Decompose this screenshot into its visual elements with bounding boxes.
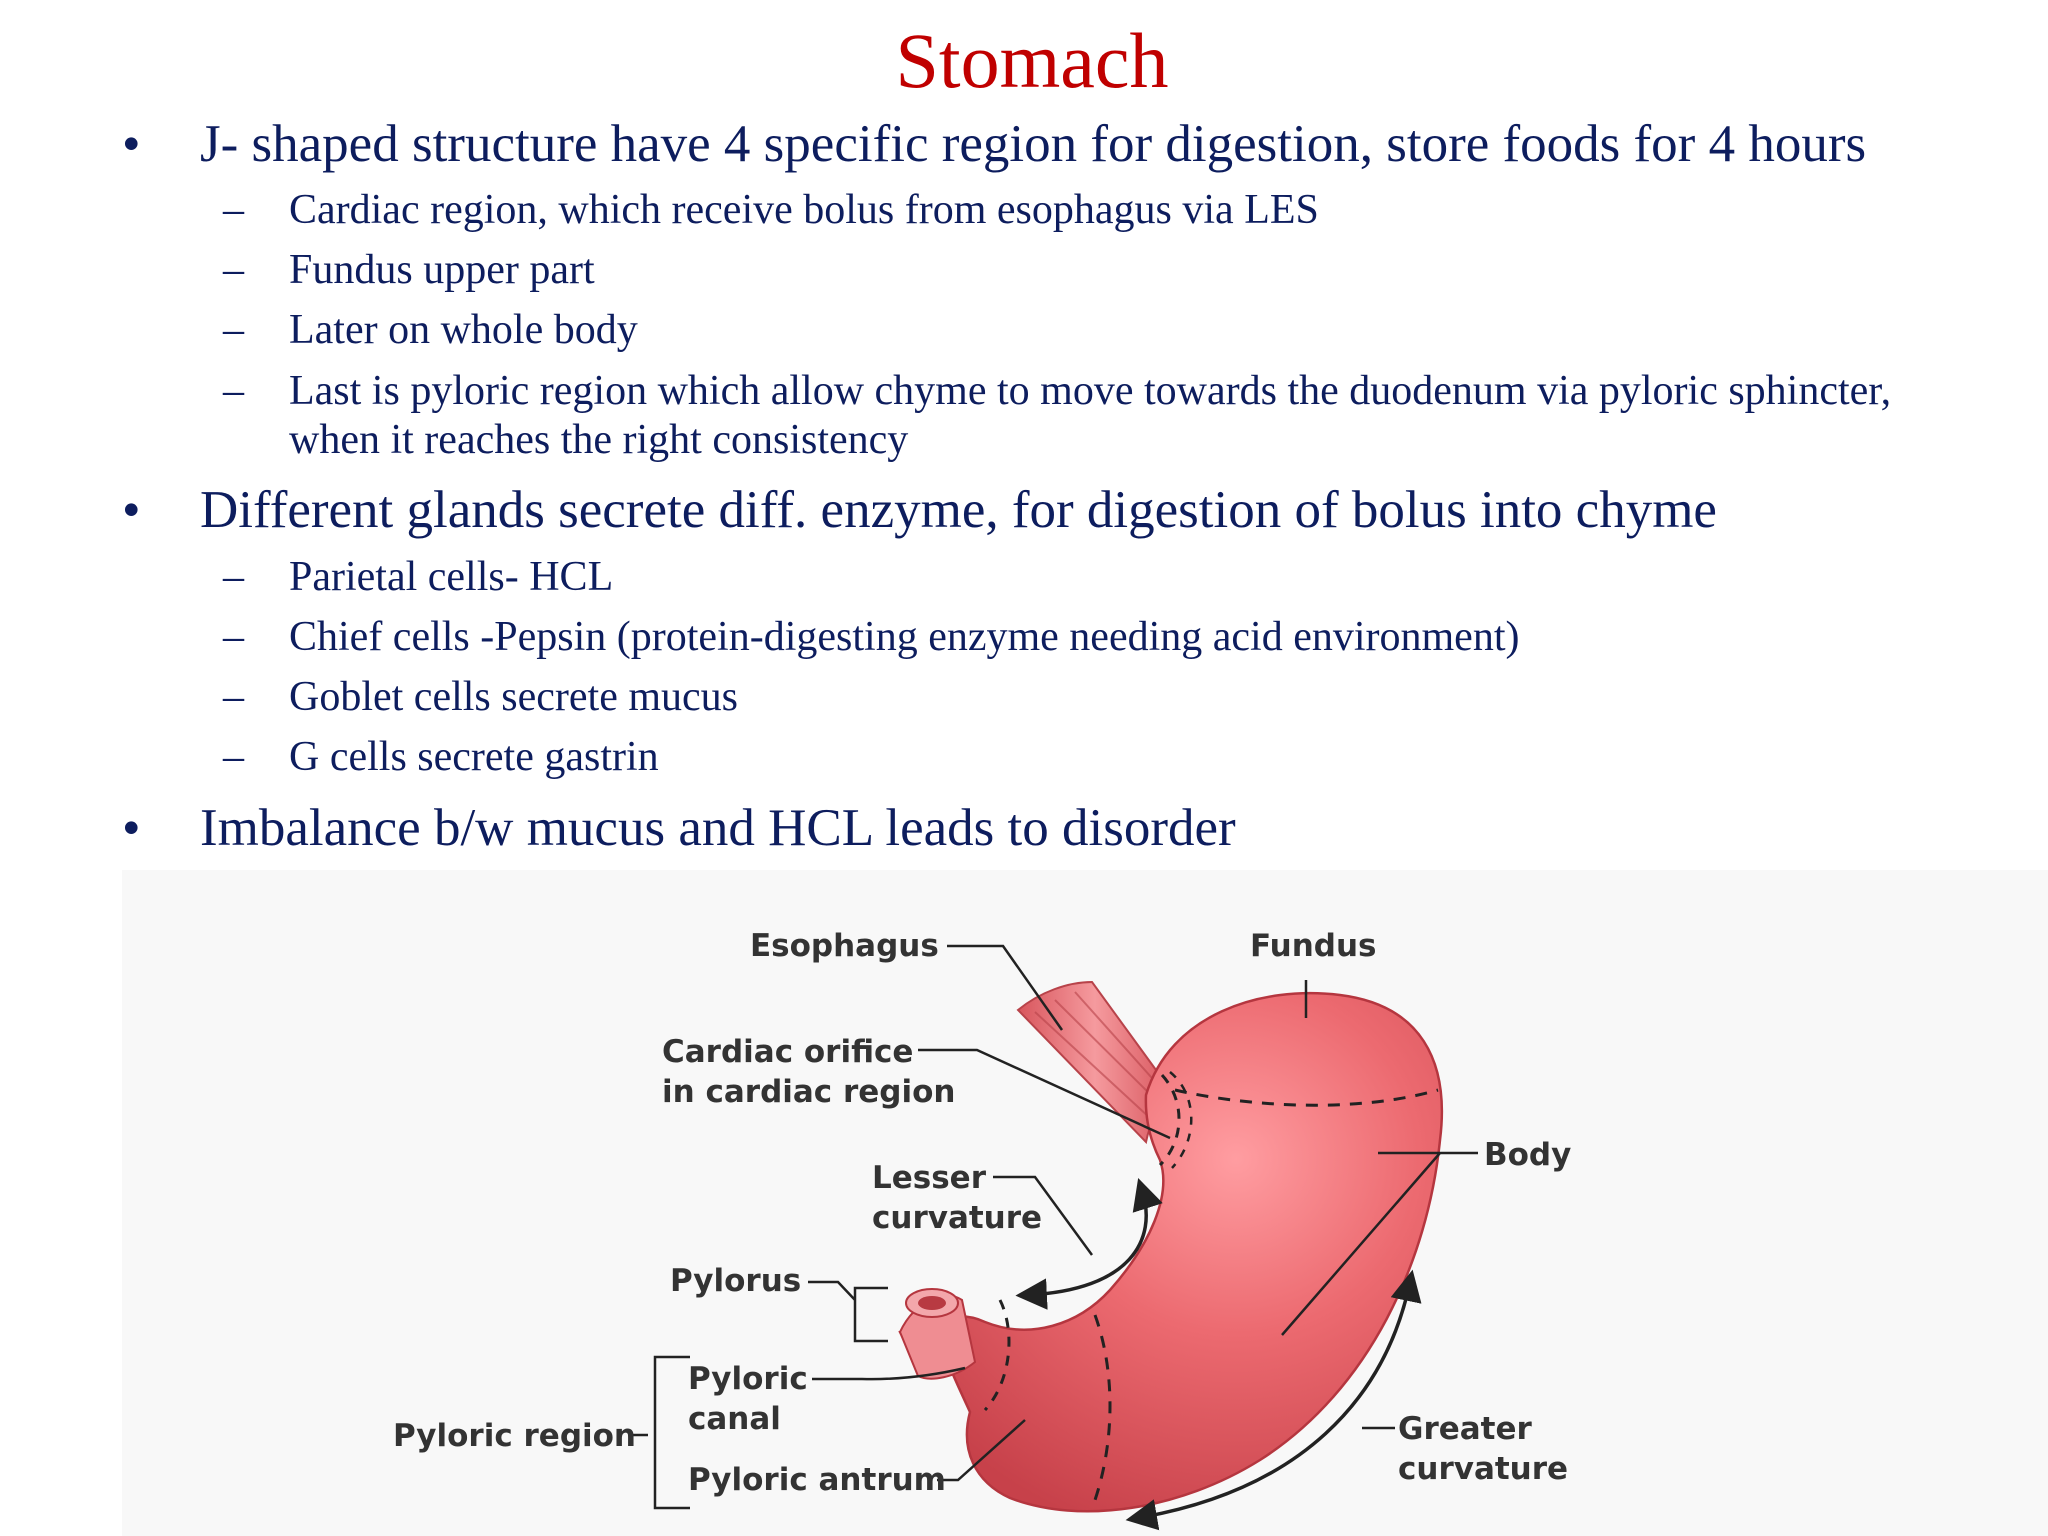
sub-item-text: when it reaches the right consistency [289,417,909,463]
label-greater: Greater [1398,1411,1533,1447]
label-esophagus: Esophagus [750,928,939,964]
dash-marker: – [223,368,244,414]
pylorus-bracket [808,1280,888,1343]
greater-curvature-arrow [1125,1269,1422,1531]
esophagus-leader-line [947,944,1064,1031]
slide-title: Stomach [895,17,1169,104]
bullet-marker: • [122,481,141,539]
label-pylorus: Pylorus [670,1263,801,1299]
bullet-1: • J- shaped structure have 4 specific re… [122,115,1867,173]
sub-item-text: G cells secrete gastrin [289,734,659,780]
sub-item-text: Goblet cells secrete mucus [289,674,738,720]
dash-marker: – [223,614,244,660]
sub-item-continuation: when it reaches the right consistency [289,416,908,464]
label-body: Body [1484,1137,1571,1173]
bullet-marker: • [122,115,141,173]
label-fundus: Fundus [1250,928,1376,964]
pyloric-canal-leader-line [812,1366,966,1381]
sub-item: – Parietal cells- HCL [223,553,614,601]
cardiac-boundary-dashed-2 [1169,1071,1193,1169]
sub-item: – Chief cells -Pepsin (protein-digesting… [223,613,1520,661]
dash-marker: – [223,187,244,233]
pyloric-region-bracket [630,1355,690,1510]
label-pyloric-canal-2: canal [688,1401,781,1437]
bullet-3-text: Imbalance b/w mucus and HCL leads to dis… [200,799,1236,857]
bullet-marker: • [122,799,141,857]
sub-item: – Cardiac region, which receive bolus fr… [223,186,1319,234]
dash-marker: – [223,554,244,600]
pyloric-antrum-leader-line [937,1419,1026,1482]
sub-item-text: Parietal cells- HCL [289,554,614,600]
label-pyloric-canal-1: Pyloric [688,1361,808,1397]
sub-item-text: Chief cells -Pepsin (protein-digesting e… [289,614,1520,660]
sub-item-text: Cardiac region, which receive bolus from… [289,187,1319,233]
label-pyloric-antrum: Pyloric antrum [688,1462,946,1498]
bullet-1-text: J- shaped structure have 4 specific regi… [200,115,1867,173]
sub-item: – Last is pyloric region which allow chy… [223,367,1892,415]
bullet-2: • Different glands secrete diff. enzyme,… [122,481,1717,539]
label-cardiac-region: in cardiac region [662,1074,955,1110]
bullet-2-text: Different glands secrete diff. enzyme, f… [200,481,1717,539]
dash-marker: – [223,307,244,353]
label-lesser: Lesser [872,1160,987,1196]
pyloric-canal-boundary-dashed [983,1299,1011,1412]
fundus-boundary-dashed [1174,1088,1439,1107]
sub-item-text: Later on whole body [289,307,638,353]
sub-item: – Fundus upper part [223,246,595,294]
sub-item-text: Fundus upper part [289,247,595,293]
body-leader-line [1281,1151,1478,1336]
dash-marker: – [223,734,244,780]
lesser-curvature-arrow [1015,1177,1163,1310]
lesser-curvature-leader-line [993,1175,1094,1256]
sub-item: – Later on whole body [223,306,638,354]
dash-marker: – [223,247,244,293]
sub-item: – G cells secrete gastrin [223,733,659,781]
label-cardiac-orifice: Cardiac orifice [662,1034,913,1070]
sub-item: – Goblet cells secrete mucus [223,673,738,721]
sub-item-text: Last is pyloric region which allow chyme… [289,368,1892,414]
label-greater-curvature: curvature [1398,1451,1568,1487]
dash-marker: – [223,674,244,720]
pyloric-lumen [918,1296,946,1310]
bullet-3: • Imbalance b/w mucus and HCL leads to d… [122,799,1236,857]
label-lesser-curvature: curvature [872,1200,1042,1236]
cardiac-leader-line [918,1048,1171,1140]
stomach-shape [898,991,1444,1513]
antrum-boundary-dashed [1093,1314,1112,1501]
label-pyloric-region: Pyloric region [393,1418,636,1454]
